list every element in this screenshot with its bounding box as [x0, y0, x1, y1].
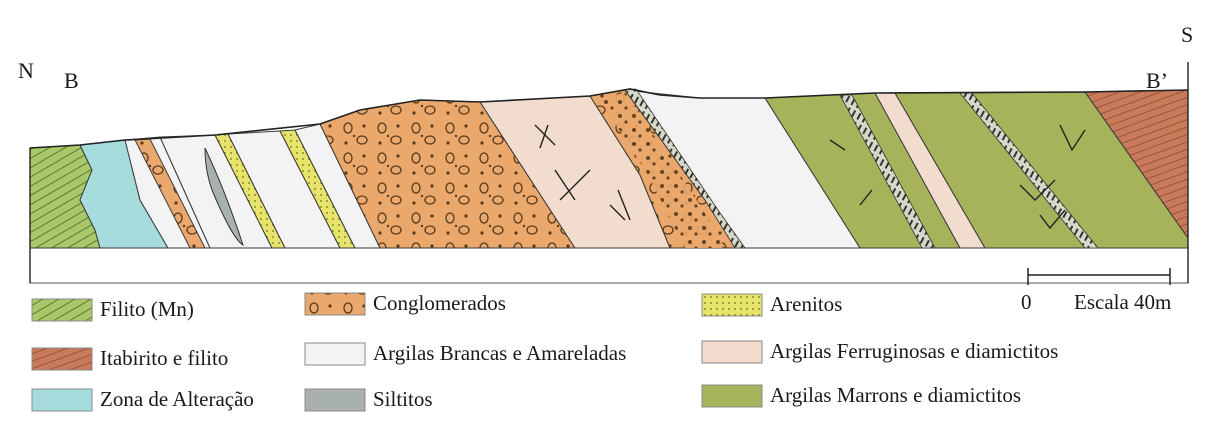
legend-label: Itabirito e filito [100, 346, 229, 370]
legend-label: Argilas Ferruginosas e diamictitos [770, 339, 1059, 363]
unit-siltito-lens [204, 147, 244, 247]
structural-mark [1039, 209, 1066, 230]
legend-swatch [31, 298, 93, 322]
section-base-strip [29, 247, 1189, 284]
structural-mark [829, 139, 846, 151]
scale-label: Escala 40m [1074, 290, 1172, 314]
structural-mark [1019, 179, 1056, 201]
point-b-label: B [64, 68, 79, 93]
conglomerate-dots-overlay [600, 92, 725, 248]
legend-label: Zona de Alteração [100, 387, 254, 411]
legend-swatch [31, 347, 93, 371]
legend-label: Argilas Brancas e Amareladas [373, 341, 627, 365]
legend-swatch [304, 292, 366, 316]
scale-zero-label: 0 [1021, 290, 1032, 314]
legend-swatch [701, 293, 763, 317]
point-b-prime-label: B’ [1146, 68, 1168, 93]
legend-swatch [31, 388, 93, 412]
structural-marks [534, 124, 1171, 285]
legend-label: Conglomerados [373, 291, 506, 315]
contact-band-1 [624, 88, 746, 249]
legend-label: Siltitos [373, 387, 433, 411]
structural-mark [534, 124, 556, 149]
compass-north-label: N [18, 58, 34, 83]
legend-swatch [304, 342, 366, 366]
stratigraphic-units [29, 62, 1189, 285]
compass-south-label: S [1181, 22, 1194, 47]
legend-swatches [31, 292, 763, 412]
legend-label: Argilas Marrons e diamictitos [770, 383, 1021, 407]
legend-swatch [701, 384, 763, 408]
legend-label: Arenitos [770, 292, 843, 316]
structural-mark [554, 169, 591, 201]
legend-swatch [701, 340, 763, 364]
structural-mark [859, 189, 873, 206]
legend-label: Filito (Mn) [100, 297, 194, 321]
legend-swatch [304, 388, 366, 412]
topographic-surface [29, 88, 1189, 149]
structural-mark [609, 189, 631, 221]
structural-mark [1059, 124, 1086, 152]
